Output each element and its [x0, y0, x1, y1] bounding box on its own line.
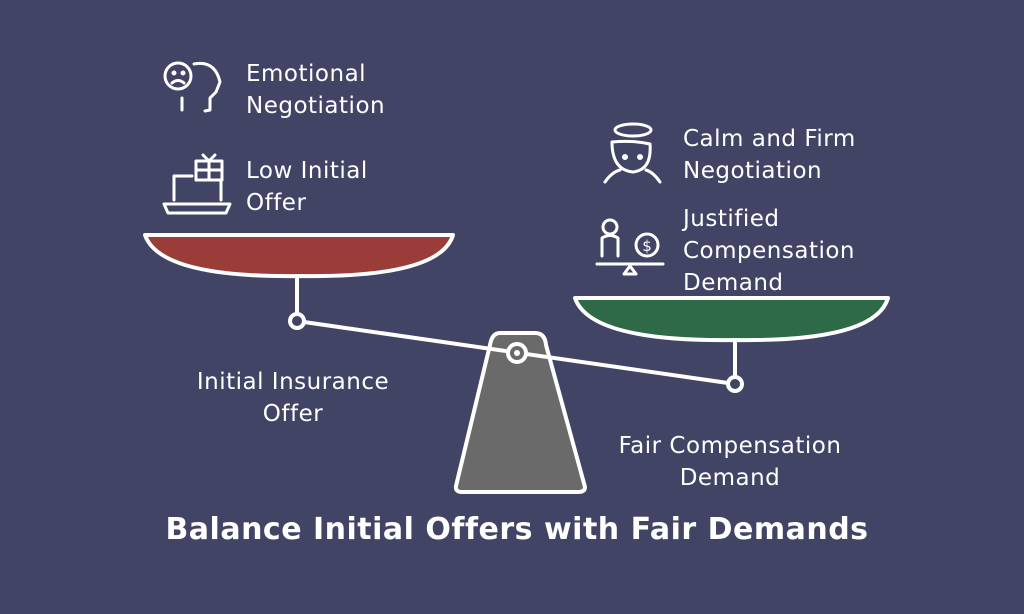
left-pan — [143, 233, 455, 279]
fulcrum — [453, 331, 587, 494]
emotional-negotiation-label: Emotional Negotiation — [246, 58, 385, 122]
svg-text:$: $ — [642, 237, 652, 255]
right-hinge — [726, 375, 744, 393]
label-line: Negotiation — [683, 158, 823, 184]
label-line: Fair Compensation — [618, 433, 842, 459]
person-dollar-balance-icon: $ — [595, 218, 665, 276]
calm-firm-negotiation-label: Calm and Firm Negotiation — [683, 123, 856, 187]
calm-face-icon — [603, 122, 662, 184]
label-line: Calm and Firm — [683, 126, 856, 152]
label-line: Justified — [683, 206, 780, 232]
label-line: Demand — [683, 270, 784, 296]
right-pan — [573, 296, 890, 343]
label-line: Low Initial — [246, 158, 368, 184]
laptop-gift-icon — [162, 153, 232, 215]
justified-compensation-label: Justified Compensation Demand — [683, 203, 855, 299]
label-line: Offer — [262, 401, 324, 427]
fair-compensation-demand-label: Fair Compensation Demand — [590, 430, 870, 494]
diagram-title: Balance Initial Offers with Fair Demands — [165, 512, 869, 547]
label-line: Compensation — [683, 238, 855, 264]
sad-head-icon — [163, 61, 222, 113]
low-initial-offer-label: Low Initial Offer — [246, 155, 368, 219]
label-line: Demand — [679, 465, 781, 491]
label-line: Emotional — [246, 61, 367, 87]
label-line: Negotiation — [246, 93, 386, 119]
initial-insurance-offer-label: Initial Insurance Offer — [163, 366, 423, 430]
label-line: Initial Insurance — [196, 369, 390, 395]
label-line: Offer — [246, 190, 307, 216]
left-hinge — [288, 312, 306, 330]
